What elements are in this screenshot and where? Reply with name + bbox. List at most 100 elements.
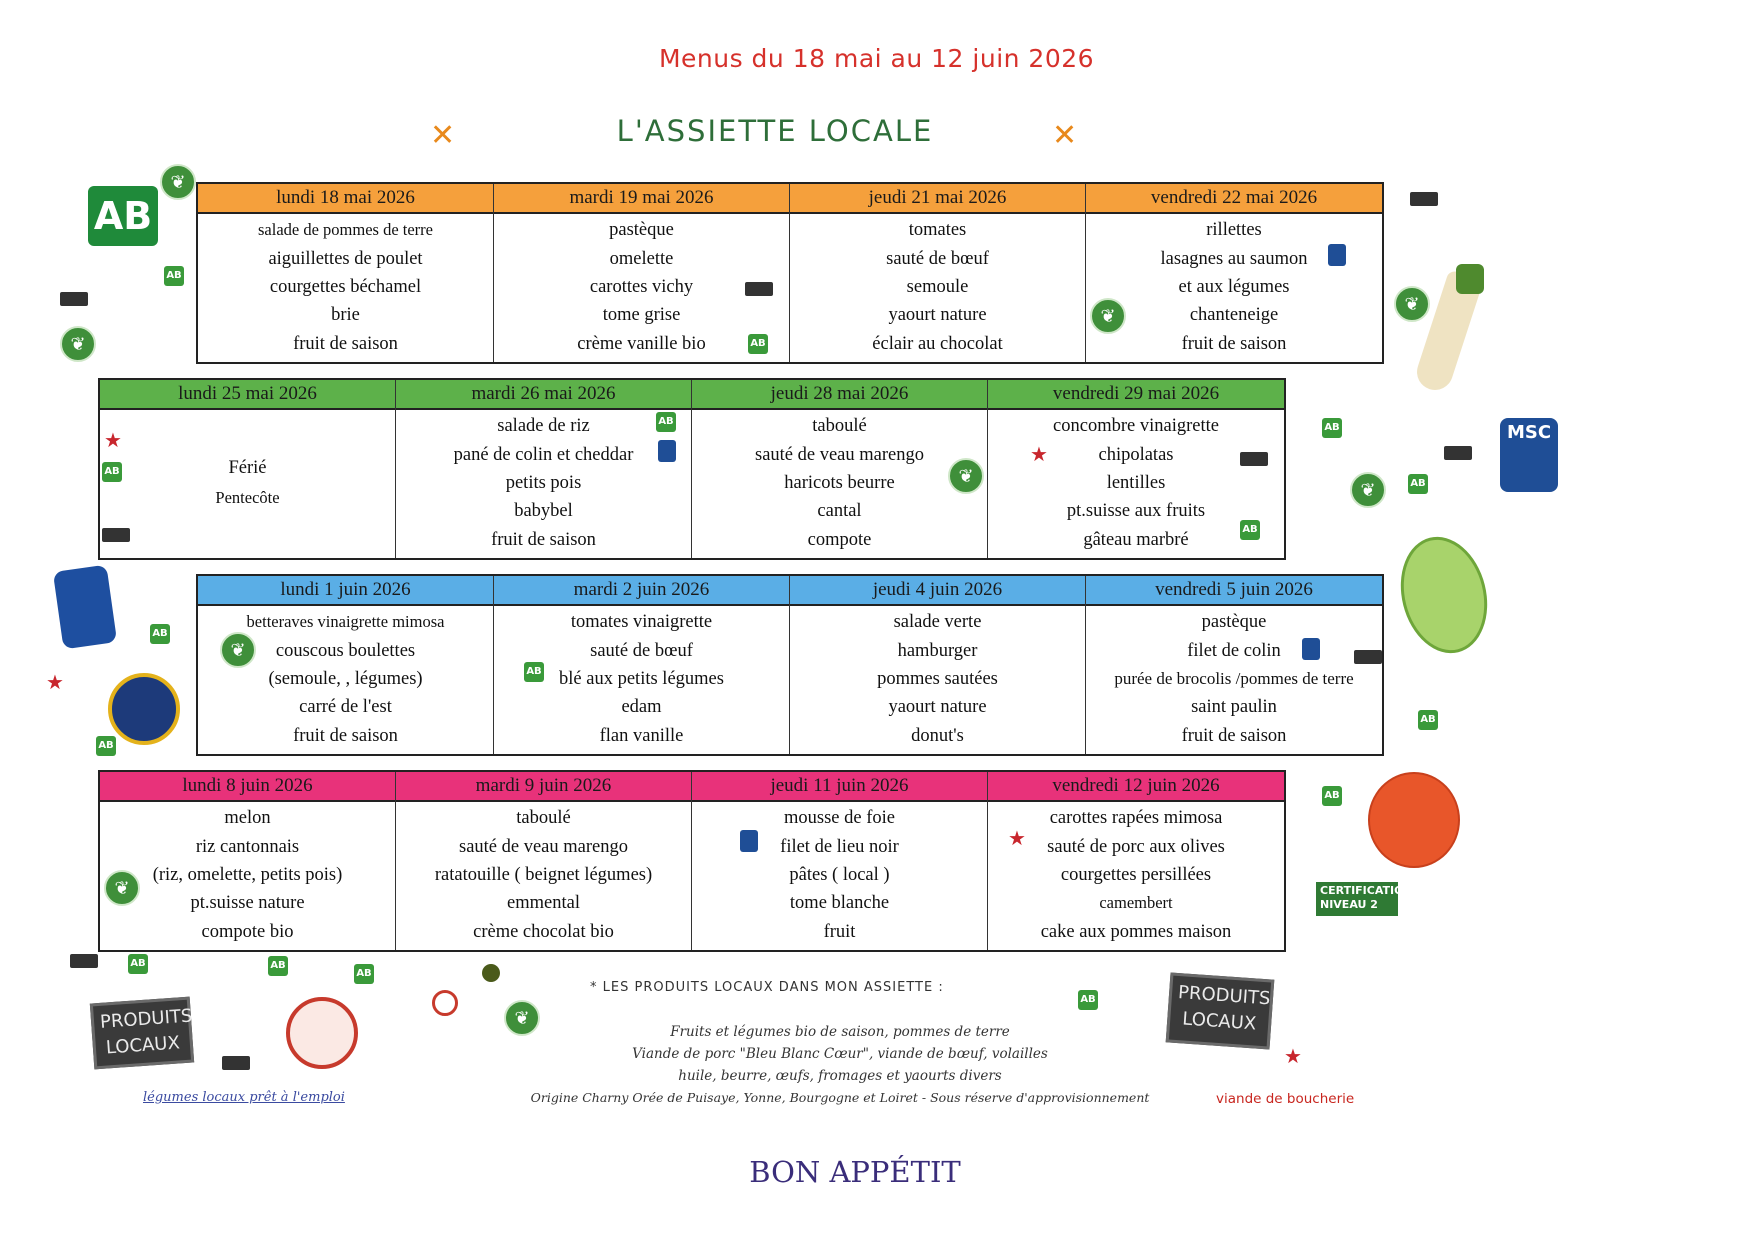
day-header: mardi 2 juin 2026: [494, 576, 789, 606]
day-cell: lundi 25 mai 2026 Férié Pentecôte: [100, 380, 396, 558]
day-header: lundi 25 mai 2026: [100, 380, 395, 410]
day-header: jeudi 4 juin 2026: [790, 576, 1085, 606]
pumpkin-image: [1368, 772, 1460, 868]
msc-logo-icon: MSC: [1500, 418, 1558, 492]
week-table-3: lundi 1 juin 2026 betteraves vinaigrette…: [196, 574, 1384, 756]
leaf-icon: ❦: [160, 164, 196, 200]
certification-hve-icon: CERTIFICATION NIVEAU 2: [1316, 882, 1413, 916]
week-table-1: lundi 18 mai 2026 salade de pommes de te…: [196, 182, 1384, 364]
day-header: vendredi 29 mai 2026: [988, 380, 1284, 410]
dish: yaourt nature: [888, 697, 987, 718]
dish: salade verte: [893, 612, 982, 633]
dish: pastèque: [1201, 612, 1267, 633]
dish: ratatouille ( beignet légumes): [434, 864, 653, 885]
ab-small-icon: AB: [164, 266, 184, 286]
dish: et aux légumes: [1178, 276, 1290, 297]
ab-small-icon: AB: [268, 956, 288, 976]
dish: purée de brocolis /pommes de terre: [1114, 668, 1354, 688]
ab-small-icon: AB: [1078, 990, 1098, 1010]
dish: gâteau marbré: [1083, 529, 1189, 550]
ab-small-icon: AB: [748, 334, 768, 354]
dish: carottes vichy: [589, 276, 694, 297]
french-origin-icon: ★: [1008, 828, 1026, 850]
dish: taboulé: [516, 808, 571, 829]
day-header: jeudi 28 mai 2026: [692, 380, 987, 410]
dish: riz cantonnais: [195, 836, 300, 857]
dish: betteraves vinaigrette mimosa: [246, 612, 445, 632]
dish: tomates vinaigrette: [570, 612, 713, 633]
leaf-icon: ❦: [1350, 472, 1386, 508]
igp-seal-icon: [108, 673, 180, 745]
dish: cantal: [817, 501, 862, 522]
day-cell: lundi 1 juin 2026 betteraves vinaigrette…: [198, 576, 494, 754]
dish: courgettes béchamel: [269, 276, 422, 297]
day-header: lundi 8 juin 2026: [100, 772, 395, 802]
ab-small-icon: AB: [128, 954, 148, 974]
leaf-icon: ❦: [220, 632, 256, 668]
dish: pt.suisse nature: [190, 893, 305, 914]
week-table-4: lundi 8 juin 2026 melon riz cantonnais (…: [98, 770, 1286, 952]
dish: pt.suisse aux fruits: [1066, 501, 1206, 522]
dish: pané de colin et cheddar: [453, 444, 634, 465]
dish: couscous boulettes: [275, 640, 416, 661]
ab-small-icon: AB: [96, 736, 116, 756]
dish: fruit de saison: [293, 333, 398, 354]
dish: Pentecôte: [215, 488, 280, 507]
dish: carottes rapées mimosa: [1049, 808, 1223, 829]
dish: Férié: [228, 458, 267, 478]
dish: melon: [224, 808, 271, 829]
dish: taboulé: [812, 416, 867, 437]
french-origin-icon: ★: [1284, 1046, 1302, 1068]
ab-small-icon: AB: [656, 412, 676, 432]
dish: sauté de veau marengo: [755, 444, 924, 465]
dish: fruit de saison: [1181, 725, 1287, 746]
day-header: jeudi 21 mai 2026: [790, 184, 1085, 214]
ab-small-icon: AB: [354, 964, 374, 984]
ab-small-icon: AB: [1322, 418, 1342, 438]
dish: filet de colin: [1187, 640, 1281, 661]
dish: salade de pommes de terre: [257, 220, 433, 240]
ab-logo-icon: AB: [88, 186, 158, 246]
day-cell: mardi 26 mai 2026 salade de riz pané de …: [396, 380, 692, 558]
dish: chipolatas: [1098, 444, 1174, 465]
dish: babybel: [514, 501, 573, 522]
label-tag-icon: [222, 1056, 250, 1070]
day-cell: vendredi 5 juin 2026 pastèque filet de c…: [1086, 576, 1382, 754]
ab-small-icon: AB: [524, 662, 544, 682]
week-table-2: lundi 25 mai 2026 Férié Pentecôte mardi …: [98, 378, 1286, 560]
small-seal-icon: [482, 964, 500, 982]
day-cell: lundi 8 juin 2026 melon riz cantonnais (…: [100, 772, 396, 950]
dish: fruit de saison: [293, 725, 398, 746]
page-subtitle: L'ASSIETTE LOCALE: [616, 114, 934, 148]
legumes-locaux-link[interactable]: légumes locaux prêt à l'emploi: [143, 1090, 345, 1105]
dish: pastèque: [609, 220, 674, 241]
dish: tomates: [908, 220, 967, 241]
msc-small-icon: [1328, 244, 1346, 266]
day-cell: jeudi 4 juin 2026 salade verte hamburger…: [790, 576, 1086, 754]
day-cell: vendredi 29 mai 2026 concombre vinaigret…: [988, 380, 1284, 558]
day-header: jeudi 11 juin 2026: [692, 772, 987, 802]
day-header: mardi 9 juin 2026: [396, 772, 691, 802]
small-seal-icon: [432, 990, 458, 1016]
dish: saint paulin: [1191, 697, 1277, 718]
dish: rillettes: [1206, 220, 1262, 241]
dish: (semoule, , légumes): [268, 668, 423, 689]
dish: sauté de bœuf: [590, 640, 693, 661]
dish: fruit de saison: [491, 529, 596, 550]
dish: haricots beurre: [784, 472, 895, 493]
dish: crème chocolat bio: [473, 921, 614, 942]
dish: flan vanille: [599, 725, 684, 746]
msc-small-icon: [1302, 638, 1320, 660]
dish: (riz, omelette, petits pois): [152, 864, 343, 885]
dish: cake aux pommes maison: [1040, 921, 1232, 942]
regional-seal-icon: [286, 997, 358, 1069]
dish: omelette: [609, 248, 674, 269]
ab-small-icon: AB: [1408, 474, 1428, 494]
dish: tome grise: [602, 305, 681, 326]
ab-small-icon: AB: [1240, 520, 1260, 540]
bon-appetit: BON APPÉTIT: [749, 1155, 961, 1189]
dish: hamburger: [897, 640, 978, 661]
french-origin-icon: ★: [1030, 444, 1048, 466]
label-tag-icon: [745, 282, 773, 296]
dish: aiguillettes de poulet: [268, 248, 423, 269]
